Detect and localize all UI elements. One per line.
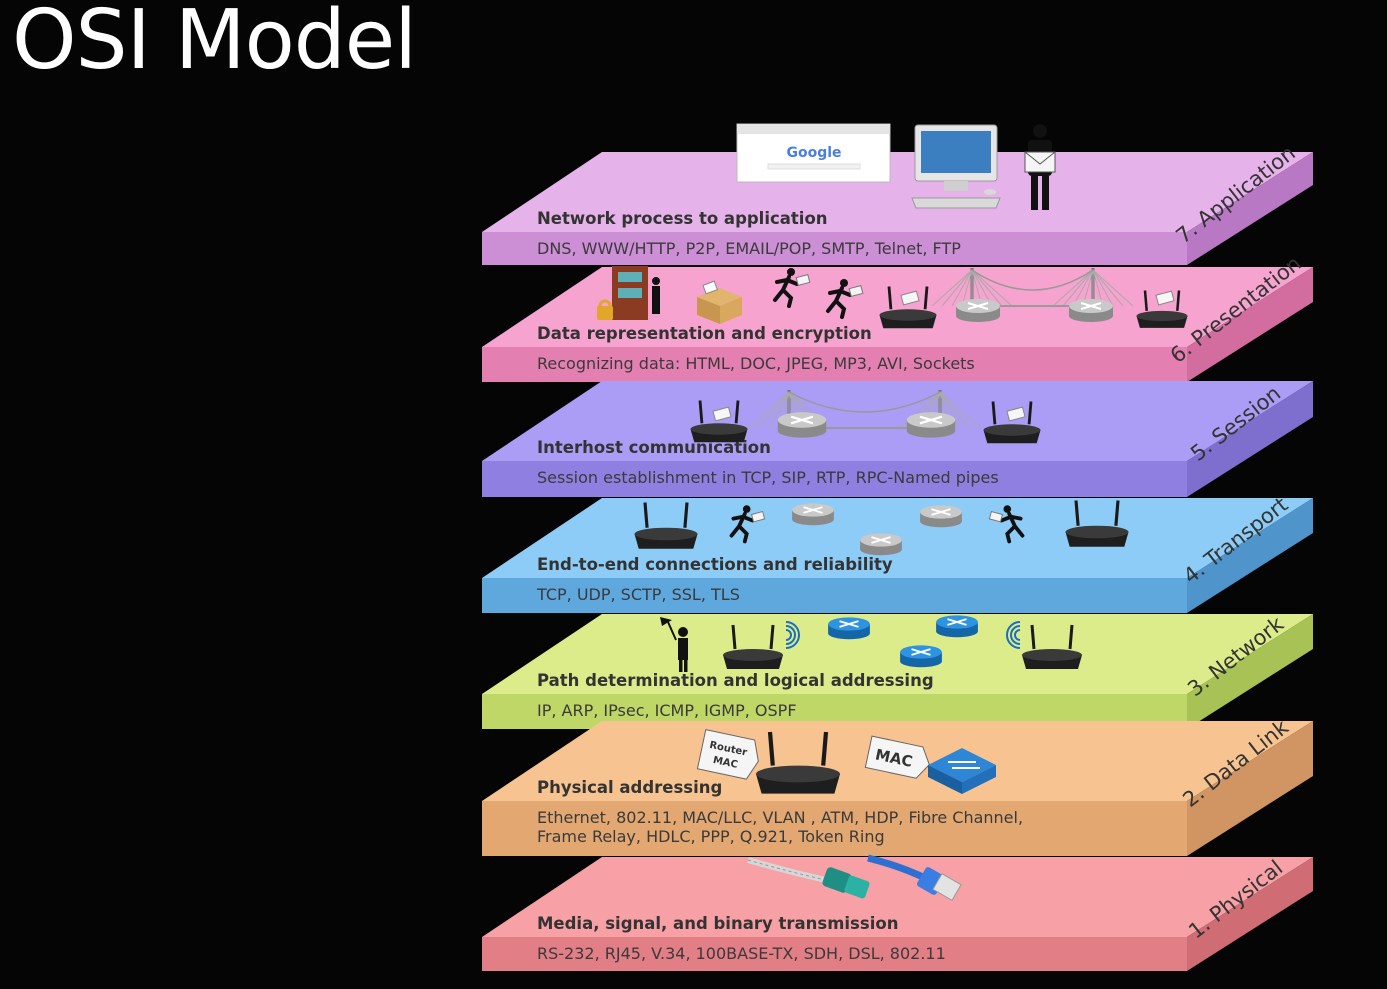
browser-window-icon: Google: [736, 123, 891, 183]
layer-protocols: Ethernet, 802.11, MAC/LLC, VLAN , ATM, H…: [537, 808, 1023, 827]
wifi-waves-icon: [785, 621, 800, 649]
layer-side-face: [1187, 857, 1313, 971]
layer-front-face: [482, 801, 1187, 856]
router-icon: [756, 731, 840, 794]
runner-icon: [988, 505, 1025, 544]
router-icon: [690, 400, 748, 443]
tag-mac-label: MAC: [712, 755, 739, 771]
envelope-icon: [900, 290, 920, 306]
gray-router-icon: [792, 503, 834, 526]
layer-side-face: [1187, 614, 1313, 729]
blue-router-icon: [936, 615, 978, 638]
layer-side-face: [1187, 267, 1313, 382]
wifi-waves-icon: [1006, 621, 1021, 649]
layer-front-face: [482, 461, 1187, 497]
gray-router-icon: [860, 533, 902, 556]
gray-router-icon: [906, 412, 956, 438]
layer-front-face: [482, 937, 1187, 971]
blue-router-icon: [900, 645, 942, 668]
gray-router-icon: [777, 412, 827, 438]
layer-protocols: Frame Relay, HDLC, PPP, Q.921, Token Rin…: [537, 827, 885, 846]
layer-side-face: [1187, 721, 1313, 856]
router-icon: [1136, 290, 1188, 328]
layer-protocols: TCP, UDP, SCTP, SSL, TLS: [536, 585, 740, 604]
person-with-flag-icon: [660, 617, 688, 672]
page-title: OSI Model: [12, 0, 417, 88]
google-logo: Google: [786, 145, 841, 161]
router-icon: [879, 286, 937, 329]
layer-description: Network process to application: [537, 209, 828, 228]
lock-icon: [597, 306, 613, 320]
router-icon: [1065, 500, 1129, 547]
fiber-cable-icon: [747, 857, 870, 899]
layer-protocols: DNS, WWW/HTTP, P2P, EMAIL/POP, SMTP, Tel…: [537, 239, 961, 258]
runner-icon: [826, 279, 864, 319]
layer-top-face: [482, 614, 1313, 694]
router-icon: [1022, 624, 1082, 669]
blue-router-icon: [828, 617, 870, 640]
router-icon: [983, 401, 1041, 444]
layer-top-face: [482, 381, 1313, 461]
layer-protocols: IP, ARP, IPsec, ICMP, IGMP, OSPF: [537, 701, 797, 720]
layer-protocols: RS-232, RJ45, V.34, 100BASE-TX, SDH, DSL…: [537, 944, 946, 963]
network-switch-icon: [928, 748, 996, 794]
runner-icon: [773, 268, 811, 308]
desktop-computer-icon: [911, 124, 1001, 209]
layer-front-face: [482, 347, 1187, 382]
person-with-envelope-icon: [1024, 124, 1056, 210]
runner-icon: [729, 505, 766, 544]
gray-router-icon: [920, 505, 962, 528]
package-box-icon: [697, 280, 742, 324]
layer-description: Data representation and encryption: [537, 324, 872, 343]
layer-description: Interhost communication: [537, 438, 771, 457]
layer-front-face: [482, 578, 1187, 613]
mac-tag-icon: MAC: [864, 735, 930, 779]
envelope-icon: [1006, 406, 1026, 422]
layer-top-face: [482, 857, 1313, 937]
layer-description: Media, signal, and binary transmission: [537, 914, 898, 933]
layer-side-face: [1187, 152, 1313, 265]
layer-side-face: [1187, 381, 1313, 497]
layer-description: Physical addressing: [537, 778, 722, 797]
layer-protocols: Session establishment in TCP, SIP, RTP, …: [537, 468, 999, 487]
layer-4: End-to-end connections and reliabilityTC…: [482, 492, 1313, 613]
layer-top-face: [482, 267, 1313, 347]
layer-protocols: Recognizing data: HTML, DOC, JPEG, MP3, …: [537, 354, 975, 373]
layer-front-face: [482, 232, 1187, 265]
layer-1: Media, signal, and binary transmissionRS…: [482, 856, 1313, 971]
layer-description: Path determination and logical addressin…: [537, 671, 934, 690]
vault-door-icon: [597, 266, 660, 320]
layer-6: Data representation and encryptionRecogn…: [482, 251, 1313, 382]
layer-3: Path determination and logical addressin…: [482, 611, 1313, 729]
envelope-icon: [712, 406, 732, 422]
layer-description: End-to-end connections and reliability: [537, 555, 893, 574]
router-icon: [723, 624, 783, 669]
layer-side-face: [1187, 498, 1313, 613]
gray-router-icon: [956, 299, 1000, 322]
envelope-icon: [1155, 290, 1175, 306]
ethernet-cable-icon: [867, 854, 962, 901]
gray-router-icon: [1069, 299, 1113, 322]
router-icon: [634, 502, 698, 549]
layer-top-face: [482, 152, 1313, 232]
